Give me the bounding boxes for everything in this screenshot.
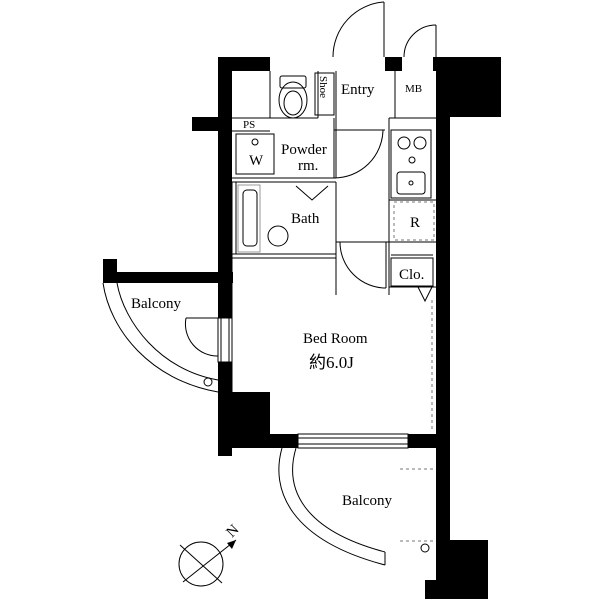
balcony-west-outline — [102, 282, 219, 393]
label-bedroom: Bed Room — [303, 331, 368, 347]
label-shoe: Shoe — [317, 76, 329, 98]
label-powder-rm: rm. — [298, 158, 318, 174]
label-entry: Entry — [341, 82, 375, 98]
label-powder: Powder — [281, 142, 327, 158]
bathtub-icon — [237, 184, 289, 253]
label-bath: Bath — [291, 211, 320, 227]
balcony-south-outline — [278, 447, 436, 566]
kitchen-counter — [390, 129, 432, 199]
label-balcony-south: Balcony — [342, 493, 392, 509]
compass-icon: N — [178, 522, 243, 587]
label-closet: Clo. — [399, 267, 424, 283]
label-refrigerator: R — [410, 215, 420, 231]
toilet-icon — [278, 75, 308, 119]
label-bedroom-size: 約6.0J — [309, 353, 354, 372]
closet — [390, 257, 434, 287]
walls — [103, 57, 501, 599]
shoe-cabinet — [314, 72, 335, 116]
fixtures — [235, 72, 435, 303]
label-mb: MB — [405, 83, 422, 95]
washer-space — [235, 133, 275, 175]
partitions — [231, 71, 436, 432]
doors — [184, 1, 437, 449]
label-ps: PS — [243, 119, 255, 131]
label-washer: W — [249, 153, 264, 169]
refrigerator-space — [393, 201, 435, 241]
compass-north-label: N — [224, 522, 243, 541]
label-balcony-west: Balcony — [131, 296, 181, 312]
